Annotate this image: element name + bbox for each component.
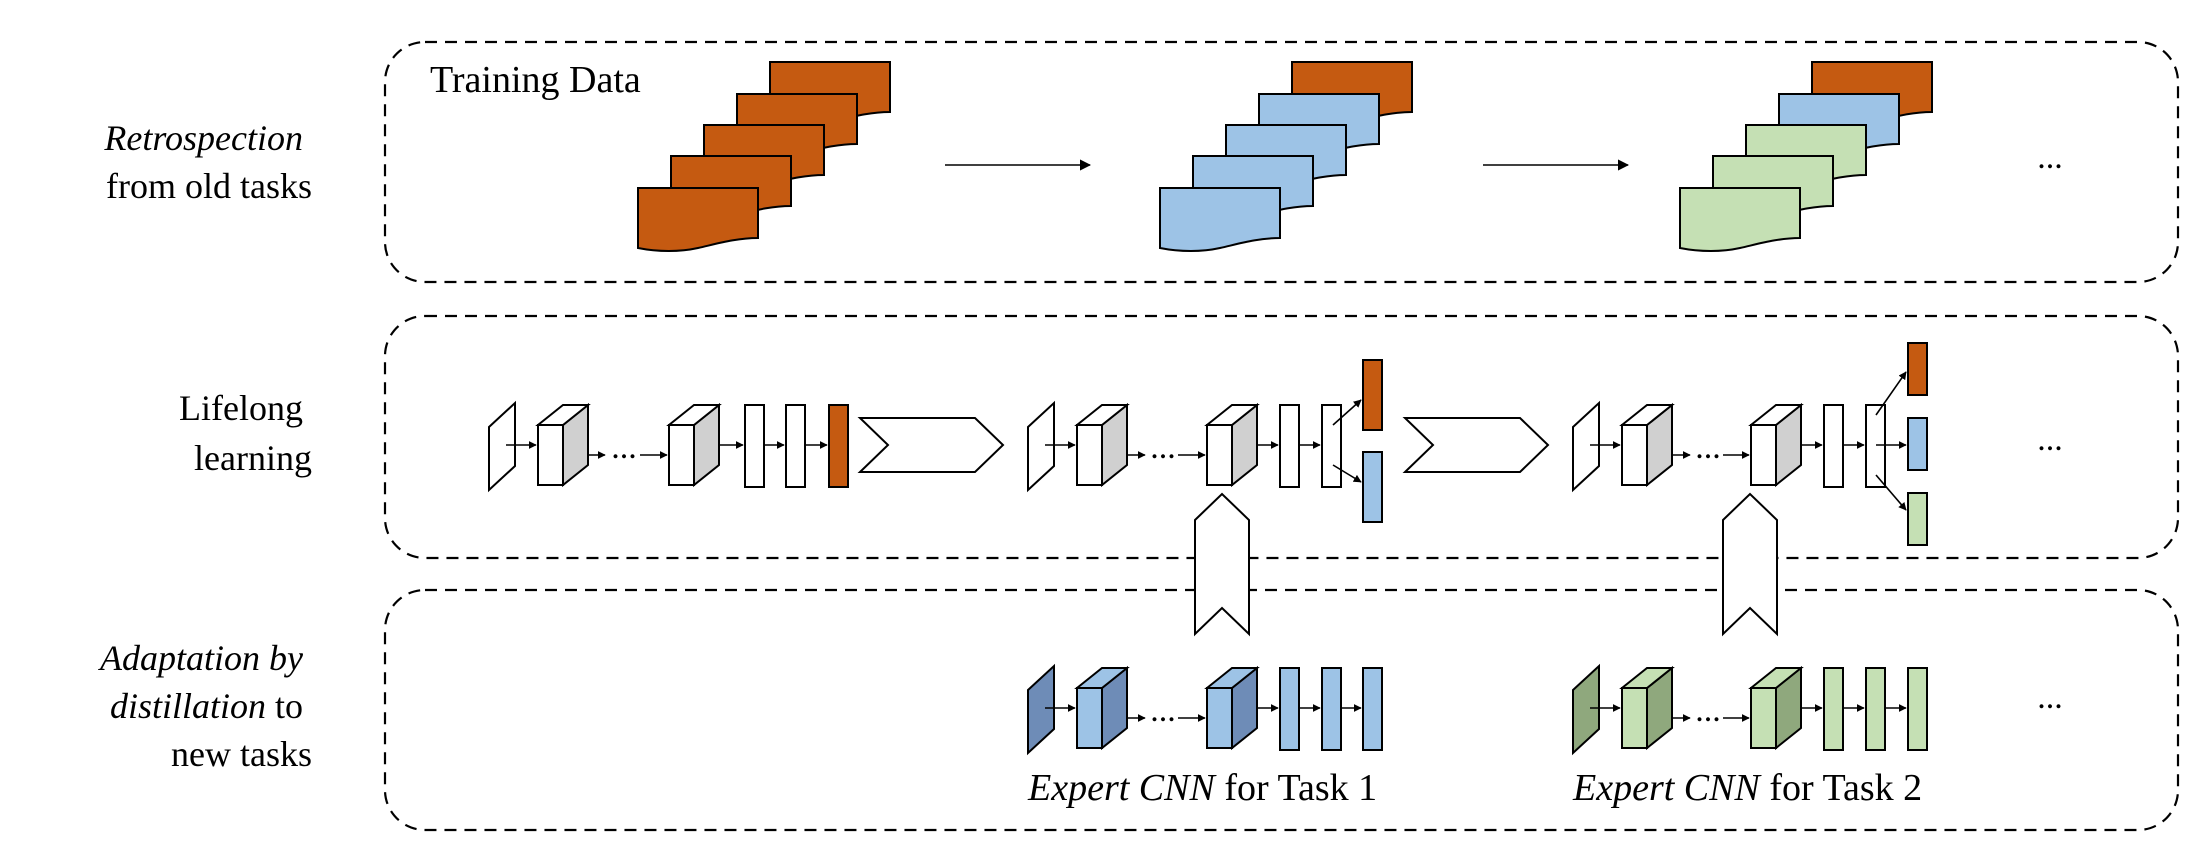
fc-layer (1321, 404, 1342, 488)
data-sheet (1679, 187, 1801, 252)
distillation-arrow-task2 (1722, 492, 1778, 637)
data-sheet (1159, 187, 1281, 252)
fc-layer (1321, 667, 1342, 751)
conv-block (1621, 424, 1648, 486)
row-label-adaptation: Adaptation by distillation to new tasks (98, 638, 312, 774)
output-head-task0 (828, 404, 849, 488)
fc-layer (785, 404, 806, 488)
transition-arrow (1402, 417, 1550, 473)
layer-ellipsis: ... (1695, 429, 1721, 466)
layer-ellipsis: ... (611, 429, 637, 466)
expert-caption-task2: Expert CNN for Task 2 (1572, 767, 1922, 809)
data-sheet (637, 187, 759, 252)
conv-block (1076, 424, 1103, 486)
fc-layer (1823, 404, 1844, 488)
ellipsis-middle: ... (2037, 421, 2063, 458)
expert-cnn-task1: ... (1027, 663, 1383, 756)
input-layer (1572, 400, 1600, 493)
conv-block (1621, 687, 1648, 749)
layer-ellipsis: ... (1695, 692, 1721, 729)
layer-ellipsis: ... (1150, 429, 1176, 466)
fc-layer (1279, 667, 1300, 751)
output-head-task1 (1362, 451, 1383, 523)
conv-block (1206, 424, 1233, 486)
fc-layer (1279, 404, 1300, 488)
cnn-network-initial: ... (488, 400, 849, 493)
training-data-stack-3 (1679, 61, 1933, 252)
output-head-task2 (1907, 492, 1928, 546)
input-layer (1027, 400, 1055, 493)
output-layer (1362, 667, 1383, 751)
conv-block (1076, 687, 1103, 749)
training-data-stack-2 (1159, 61, 1413, 252)
fc-layer (1865, 667, 1886, 751)
output-layer (1907, 667, 1928, 751)
row-label-retrospection: Retrospection from old tasks (103, 118, 312, 206)
ellipsis-top: ... (2037, 139, 2063, 176)
fc-layer (1865, 404, 1886, 488)
ellipsis-bottom: ... (2037, 679, 2063, 716)
output-head-task0 (1362, 359, 1383, 431)
cnn-network-task1: ... (1027, 359, 1383, 523)
transition-arrow (857, 417, 1005, 473)
fc-layer (744, 404, 765, 488)
conv-block (1750, 687, 1777, 749)
output-head-task0 (1907, 342, 1928, 396)
conv-block (1750, 424, 1777, 486)
expert-cnn-task2: ... (1572, 663, 1928, 756)
training-data-label: Training Data (430, 59, 641, 101)
output-head-task1 (1907, 417, 1928, 471)
input-layer (1027, 663, 1055, 756)
fc-layer (1823, 667, 1844, 751)
conv-block (668, 424, 695, 486)
layer-ellipsis: ... (1150, 692, 1176, 729)
training-data-stack-1 (637, 61, 891, 252)
row-label-lifelong: Lifelong learning (179, 388, 312, 478)
conv-block (1206, 687, 1233, 749)
conv-block (537, 424, 564, 486)
input-layer (488, 400, 516, 493)
expert-caption-task1: Expert CNN for Task 1 (1027, 767, 1377, 809)
cnn-network-task2: ... (1572, 342, 1928, 546)
input-layer (1572, 663, 1600, 756)
distillation-arrow-task1 (1194, 492, 1250, 637)
